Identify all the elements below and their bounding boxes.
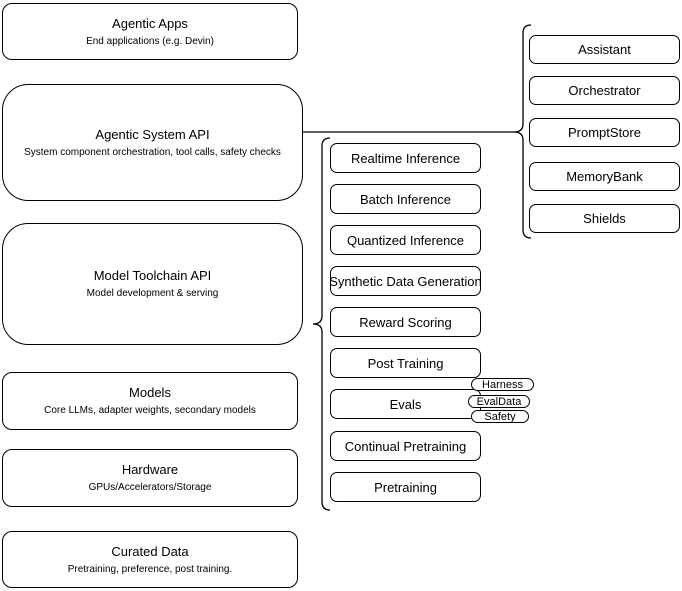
- node-curated-data: Curated Data Pretraining, preference, po…: [2, 531, 298, 588]
- node-assistant-label: Assistant: [578, 42, 631, 57]
- system-components-brace: [513, 24, 532, 239]
- node-curated-data-subtitle: Pretraining, preference, post training.: [67, 563, 233, 575]
- node-agentic-system-api-subtitle: System component orchestration, tool cal…: [24, 146, 281, 158]
- node-memorybank-label: MemoryBank: [566, 169, 643, 184]
- node-models: Models Core LLMs, adapter weights, secon…: [2, 372, 298, 430]
- node-model-toolchain-api-subtitle: Model development & serving: [86, 288, 219, 299]
- node-hardware: Hardware GPUs/Accelerators/Storage: [2, 449, 298, 507]
- node-evals: Evals: [330, 389, 481, 419]
- node-memorybank: MemoryBank: [529, 162, 680, 191]
- node-batch-inference-label: Batch Inference: [359, 191, 452, 207]
- pill-evaldata: EvalData: [468, 395, 530, 408]
- node-batch-inference: Batch Inference: [330, 184, 481, 214]
- node-agentic-apps-title: Agentic Apps: [112, 15, 188, 31]
- node-curated-data-title: Curated Data: [111, 543, 189, 559]
- pill-harness-label: Harness: [482, 378, 523, 391]
- node-promptstore-label: PromptStore: [568, 125, 641, 140]
- node-agentic-system-api-title: Agentic System API: [95, 126, 210, 142]
- node-continual-pretraining-label: Continual Pretraining: [344, 438, 467, 454]
- node-agentic-apps: Agentic Apps End applications (e.g. Devi…: [2, 3, 298, 60]
- node-quantized-inference: Quantized Inference: [330, 225, 481, 255]
- node-pretraining: Pretraining: [330, 472, 481, 502]
- node-continual-pretraining: Continual Pretraining: [330, 431, 481, 461]
- node-model-toolchain-api-title: Model Toolchain API: [93, 268, 212, 283]
- node-promptstore: PromptStore: [529, 118, 680, 147]
- pill-harness: Harness: [471, 378, 534, 391]
- node-reward-scoring-label: Reward Scoring: [359, 314, 452, 330]
- node-post-training-label: Post Training: [367, 355, 444, 371]
- node-pretraining-label: Pretraining: [374, 479, 437, 495]
- node-orchestrator-label: Orchestrator: [568, 83, 641, 98]
- node-hardware-title: Hardware: [121, 462, 179, 477]
- node-post-training: Post Training: [330, 348, 481, 378]
- pill-safety-label: Safety: [484, 410, 516, 423]
- node-realtime-inference: Realtime Inference: [330, 143, 481, 173]
- node-agentic-apps-subtitle: End applications (e.g. Devin): [86, 35, 214, 47]
- pill-evaldata-label: EvalData: [476, 395, 522, 408]
- node-synthetic-data-generation: Synthetic Data Generation: [329, 266, 482, 296]
- node-assistant: Assistant: [529, 35, 680, 64]
- node-agentic-system-api: Agentic System API System component orch…: [2, 84, 303, 201]
- node-quantized-inference-label: Quantized Inference: [346, 232, 465, 248]
- node-reward-scoring: Reward Scoring: [330, 307, 481, 337]
- node-models-subtitle: Core LLMs, adapter weights, secondary mo…: [44, 405, 256, 416]
- node-models-title: Models: [129, 385, 171, 400]
- node-synthetic-data-generation-label: Synthetic Data Generation: [329, 273, 482, 289]
- node-realtime-inference-label: Realtime Inference: [350, 150, 461, 166]
- node-shields: Shields: [529, 204, 680, 233]
- node-orchestrator: Orchestrator: [529, 76, 680, 105]
- toolchain-brace: [312, 137, 331, 511]
- node-shields-label: Shields: [583, 211, 626, 226]
- node-model-toolchain-api: Model Toolchain API Model development & …: [2, 223, 303, 345]
- pill-safety: Safety: [471, 410, 529, 423]
- node-evals-label: Evals: [389, 396, 422, 412]
- node-hardware-subtitle: GPUs/Accelerators/Storage: [88, 482, 212, 493]
